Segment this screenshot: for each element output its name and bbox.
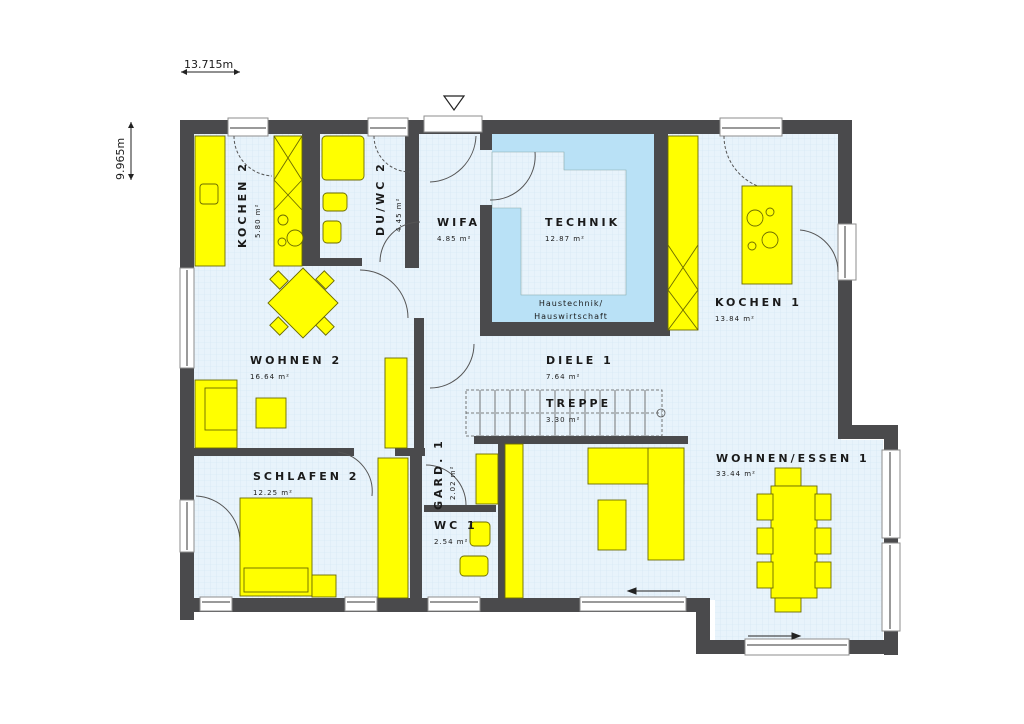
sliding-door-arrows — [626, 587, 802, 640]
room-label-wohnenessen1: WOHNEN/ESSEN 1 — [716, 452, 870, 465]
room-label-schlafen2: SCHLAFEN 2 — [253, 470, 360, 483]
room-label-kochen2: KOCHEN 2 — [236, 161, 249, 248]
width-dimension-arrow — [181, 69, 240, 75]
room-area-wohnen2: 16.64 m² — [250, 373, 290, 381]
entrance-triangle-icon — [442, 95, 466, 112]
width-dimension-label: 13.715m — [184, 58, 234, 71]
depth-dimension-arrow — [128, 122, 134, 180]
technik-room-floor — [491, 134, 654, 325]
room-label-wohnen2: WOHNEN 2 — [250, 354, 343, 367]
room-area-diele1: 7.64 m² — [546, 373, 581, 381]
room-area-duwc2: 4.45 m² — [395, 197, 403, 232]
room-label-kochen1: KOCHEN 1 — [715, 296, 802, 309]
room-area-kochen2: 5.80 m² — [254, 203, 262, 238]
room-area-wifa: 4.85 m² — [437, 235, 472, 243]
technik-note-line1: Haustechnik/ — [538, 299, 604, 308]
room-label-gard1: GARD. 1 — [432, 438, 445, 510]
room-label-duwc2: DU/WC 2 — [374, 161, 387, 236]
technik-note: Haustechnik/ Hauswirtschaft — [516, 297, 626, 323]
room-area-treppe: 3.30 m² — [546, 416, 581, 424]
furniture — [194, 135, 832, 613]
windows — [179, 115, 901, 656]
room-label-technik: TECHNIK — [545, 216, 621, 229]
window-sills — [186, 127, 891, 646]
door-swings — [195, 135, 839, 543]
room-area-wc1: 2.54 m² — [434, 538, 469, 546]
room-label-diele1: DIELE 1 — [546, 354, 614, 367]
room-area-technik: 12.87 m² — [545, 235, 585, 243]
room-area-gard1: 2.02 m² — [449, 465, 457, 500]
room-area-wohnenessen1: 33.44 m² — [716, 470, 756, 478]
depth-dimension-label: 9.965m — [114, 137, 127, 180]
room-area-schlafen2: 12.25 m² — [253, 489, 293, 497]
room-label-wifa: WIFA — [437, 216, 480, 229]
staircase — [465, 389, 666, 437]
technik-note-line2: Hauswirtschaft — [534, 312, 608, 321]
room-label-wc1: WC 1 — [434, 519, 478, 532]
room-area-kochen1: 13.84 m² — [715, 315, 755, 323]
room-label-treppe: TREPPE — [546, 397, 612, 410]
